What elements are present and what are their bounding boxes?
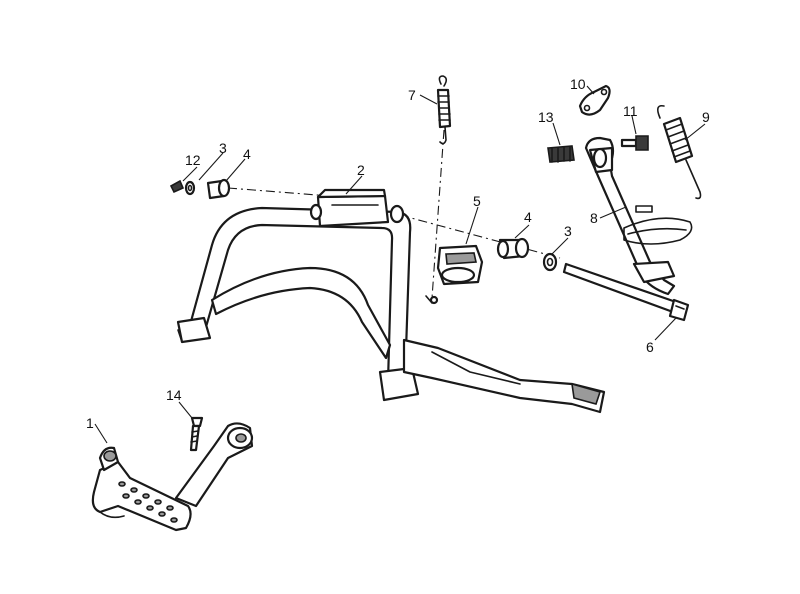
pivot-axis-right: [399, 214, 561, 259]
kick-starter-lever: [91, 422, 254, 532]
callout-8: 8: [590, 210, 598, 226]
nut-13: [547, 145, 575, 163]
pivot-bolt-6: [562, 262, 690, 322]
main-stand: [176, 188, 606, 414]
callout-10: 10: [570, 76, 586, 92]
bushing-4-left: [206, 178, 231, 200]
callout-1: 1: [86, 415, 94, 431]
callout-6: 6: [646, 339, 654, 355]
rubber-stopper: [436, 244, 484, 286]
washer-3-right: [542, 252, 558, 272]
callout-labels: 1 2 3 3 4 4 5 6 7 8 9 10 11 12 13 14: [86, 76, 710, 431]
spring-axis: [431, 129, 445, 299]
main-stand-spring: [436, 75, 452, 145]
pin-12: [169, 179, 185, 194]
callout-3-left: 3: [219, 140, 227, 156]
callout-11: 11: [623, 103, 638, 119]
washer-3-left: [184, 180, 196, 196]
side-stand: [584, 136, 693, 296]
callout-2: 2: [357, 162, 365, 178]
callout-4-right: 4: [524, 209, 532, 225]
bolt-14: [189, 416, 204, 452]
bushing-4-right: [496, 237, 530, 260]
leader-lines: [94, 85, 706, 444]
callout-14: 14: [166, 387, 182, 403]
callout-4-left: 4: [243, 146, 251, 162]
callout-3-right: 3: [564, 223, 572, 239]
side-stand-spring: [656, 104, 702, 200]
callout-9: 9: [702, 109, 710, 125]
callout-5: 5: [473, 193, 481, 209]
callout-12: 12: [185, 152, 201, 168]
callout-7: 7: [408, 87, 416, 103]
pivot-axis-left: [227, 187, 331, 197]
bolt-11: [620, 135, 649, 151]
callout-13: 13: [538, 109, 554, 125]
bracket-plate-10: [578, 84, 611, 116]
